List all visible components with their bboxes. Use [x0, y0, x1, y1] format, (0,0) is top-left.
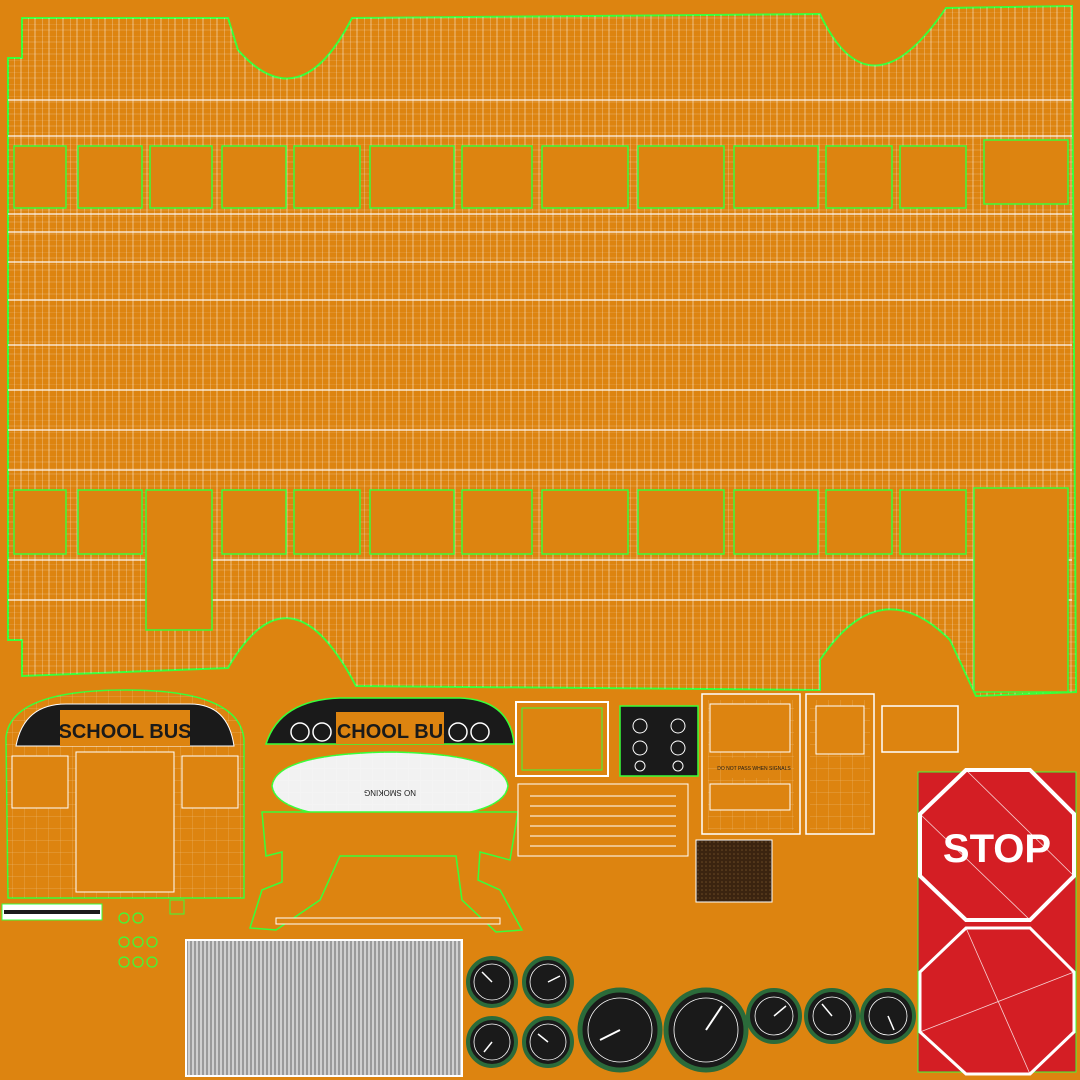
tachometer-gauge-icon — [663, 987, 749, 1073]
rear-body-panel: SCHOOL BUS — [5, 689, 245, 899]
radiator-grille-icon — [185, 939, 463, 1077]
rear-right-window — [181, 755, 239, 809]
gauge-icon — [746, 988, 802, 1044]
grille-frame — [517, 783, 689, 857]
gauge-icon — [466, 956, 518, 1008]
front-school-bus-label: SCHOOL BUS — [324, 721, 457, 743]
lower-window-row — [13, 487, 1069, 693]
gauge-icon — [804, 988, 860, 1044]
gauge-icon — [522, 1016, 574, 1068]
placard-panel — [881, 705, 959, 753]
side-door-panel — [805, 693, 875, 835]
octagon-stop-sign-icon: STOP — [917, 768, 1077, 1076]
speaker-grille — [695, 839, 773, 903]
gauge-icon — [466, 1016, 518, 1068]
dashboard-gauges — [466, 956, 916, 1073]
upper-window-row — [13, 139, 1069, 209]
rear-door — [75, 751, 175, 893]
gauge-icon — [860, 988, 916, 1044]
speedometer-gauge-icon — [577, 987, 663, 1073]
control-panel-decal — [619, 705, 699, 777]
mirror-panel — [515, 701, 609, 777]
no-smoking-label: NO SMOKING — [364, 788, 416, 797]
bumper-panel — [249, 811, 524, 933]
front-header-panel: SCHOOL BUS NO SMOKING — [249, 697, 524, 933]
small-parts-strip — [1, 899, 185, 970]
do-not-pass-label: DO NOT PASS WHEN SIGNALS — [717, 766, 791, 772]
gauge-icon — [522, 956, 574, 1008]
rear-school-bus-label: SCHOOL BUS — [59, 721, 192, 743]
rear-left-window — [11, 755, 69, 809]
door-panel: DO NOT PASS WHEN SIGNALS — [701, 693, 801, 835]
stop-label: STOP — [943, 827, 1051, 871]
front-warning-lights — [290, 722, 490, 742]
